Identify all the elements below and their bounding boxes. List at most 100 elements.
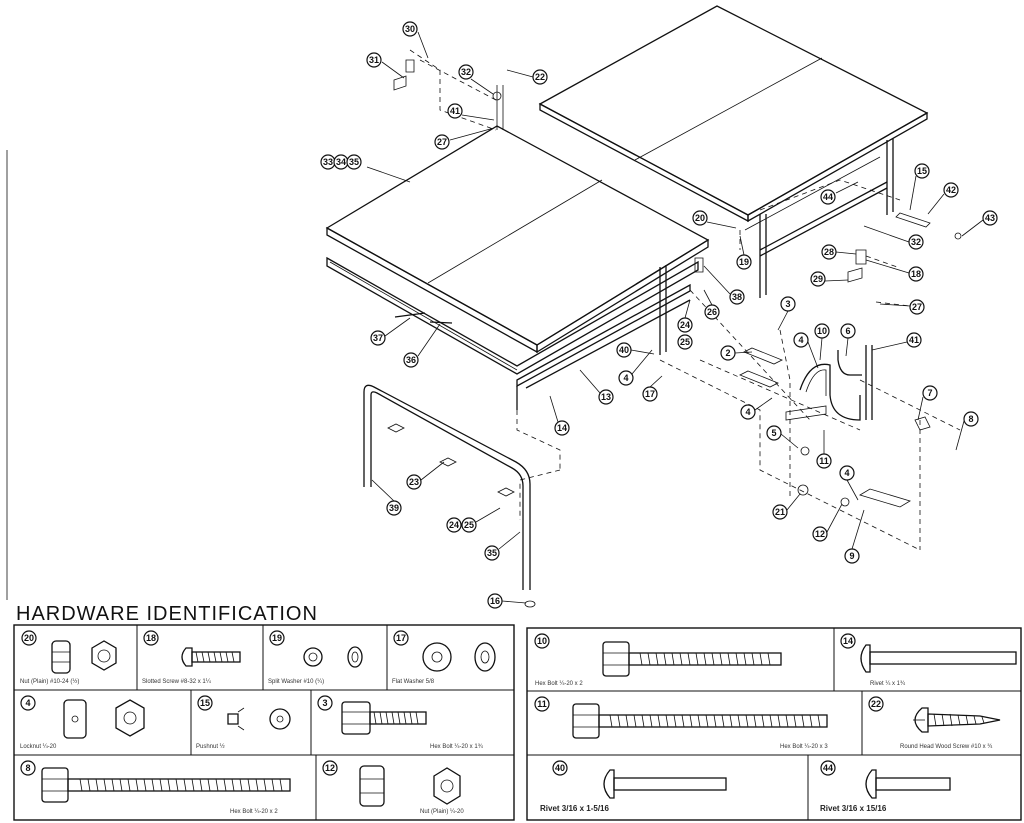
hardware-caption: Split Washer #10 (¼) [268, 679, 324, 685]
part-callout: 32 [908, 234, 924, 250]
part-callout: 21 [772, 504, 788, 520]
callout-number: 10 [817, 326, 827, 336]
right-hardware-panel [526, 627, 1022, 821]
hardware-number-text: 11 [537, 699, 547, 709]
callout-number: 29 [813, 274, 823, 284]
hardware-number-text: 14 [843, 636, 853, 646]
pushnut-15-drawing [227, 707, 291, 731]
part-callout: 35 [484, 545, 500, 561]
locknut-4-drawing [63, 699, 145, 739]
callout-number: 6 [845, 326, 850, 336]
part-callout: 18 [908, 266, 924, 282]
part-callout: 41 [906, 332, 922, 348]
part-callout: 10 [814, 323, 830, 339]
part-callout: 19 [736, 254, 752, 270]
hardware-caption: Rivet 3/16 x 15/16 [820, 804, 887, 813]
callout-number: 4 [623, 373, 628, 383]
callout-number: 35 [487, 548, 497, 558]
callout-number: 28 [824, 247, 834, 257]
callout-number: 32 [911, 237, 921, 247]
part-callout: 37 [370, 330, 386, 346]
split-washer-19-drawing [303, 646, 363, 668]
callout-number: 25 [680, 337, 690, 347]
part-callout: 5 [766, 425, 782, 441]
u-frame-leg [363, 384, 536, 608]
callout-number: 24 [680, 320, 690, 330]
callout-number: 9 [849, 551, 854, 561]
part-callout: 28 [821, 244, 837, 260]
hardware-title: HARDWARE IDENTIFICATION [16, 603, 318, 625]
callout-number: 16 [490, 596, 500, 606]
nut-12-drawing [359, 765, 461, 807]
part-callout: 42 [943, 182, 959, 198]
callout-number: 20 [695, 213, 705, 223]
hardware-item-number: 14 [840, 633, 856, 649]
callout-number: 8 [968, 414, 973, 424]
callout-number: 31 [369, 55, 379, 65]
callout-number: 42 [946, 185, 956, 195]
left-hardware-panel [13, 624, 515, 821]
hardware-item-number: 12 [322, 760, 338, 776]
part-callout: 17 [642, 386, 658, 402]
hardware-number-text: 12 [325, 763, 335, 773]
hardware-number-text: 18 [146, 633, 156, 643]
part-callout: 12 [812, 526, 828, 542]
part-callout: 4 [839, 465, 855, 481]
part-callout: 3 [780, 296, 796, 312]
part-callout: 24 [446, 517, 462, 533]
callout-number: 22 [535, 72, 545, 82]
part-callout: 4 [740, 404, 756, 420]
assembly-dashed-lines [409, 49, 961, 551]
part-callout: 9 [844, 548, 860, 564]
callout-number: 40 [619, 345, 629, 355]
hardware-caption: Hex Bolt ¼-20 x 3 [780, 744, 828, 750]
hex-bolt-3-drawing [341, 701, 427, 735]
callout-number: 39 [389, 503, 399, 513]
hardware-item-number: 15 [197, 695, 213, 711]
hardware-item-number: 19 [269, 630, 285, 646]
part-callout: 30 [402, 21, 418, 37]
hardware-identification: HARDWARE IDENTIFICATION [13, 603, 1022, 821]
part-callout: 44 [820, 189, 836, 205]
part-callout: 38 [729, 289, 745, 305]
part-callout: 15 [914, 163, 930, 179]
callout-number: 7 [927, 388, 932, 398]
rivet-14-drawing [860, 644, 1017, 673]
part-callout: 41 [447, 103, 463, 119]
callout-number: 43 [985, 213, 995, 223]
hardware-item-number: 10 [534, 633, 550, 649]
hardware-number-text: 8 [25, 763, 30, 773]
slotted-screw-18-drawing [181, 647, 241, 667]
hardware-caption: Flat Washer 5/8 [392, 679, 435, 685]
callout-number: 37 [373, 333, 383, 343]
callout-number: 35 [349, 157, 359, 167]
callout-number: 23 [409, 477, 419, 487]
hardware-caption: Hex Bolt ¼-20 x 2 [230, 809, 278, 815]
hardware-item-number: 22 [868, 696, 884, 712]
part-callout: 32 [458, 64, 474, 80]
hardware-item-number: 4 [20, 695, 36, 711]
part-callout: 4 [618, 370, 634, 386]
part-callout: 24 [677, 317, 693, 333]
hardware-caption: Nut (Plain) #10-24 (½) [20, 678, 79, 685]
part-callout: 4 [793, 332, 809, 348]
part-callout: 2 [720, 345, 736, 361]
hardware-number-text: 15 [200, 698, 210, 708]
wood-screw-22-drawing [913, 707, 1001, 733]
hardware-item-number: 11 [534, 696, 550, 712]
part-callout: 27 [909, 299, 925, 315]
hardware-number-text: 17 [396, 633, 406, 643]
callout-number: 30 [405, 24, 415, 34]
part-callout: 14 [554, 420, 570, 436]
hardware-caption: Locknut ¼-20 [20, 744, 57, 750]
callout-number: 3 [785, 299, 790, 309]
left-table-half [325, 125, 710, 410]
hardware-caption: Hex Bolt ¼-20 x 2 [535, 681, 583, 687]
